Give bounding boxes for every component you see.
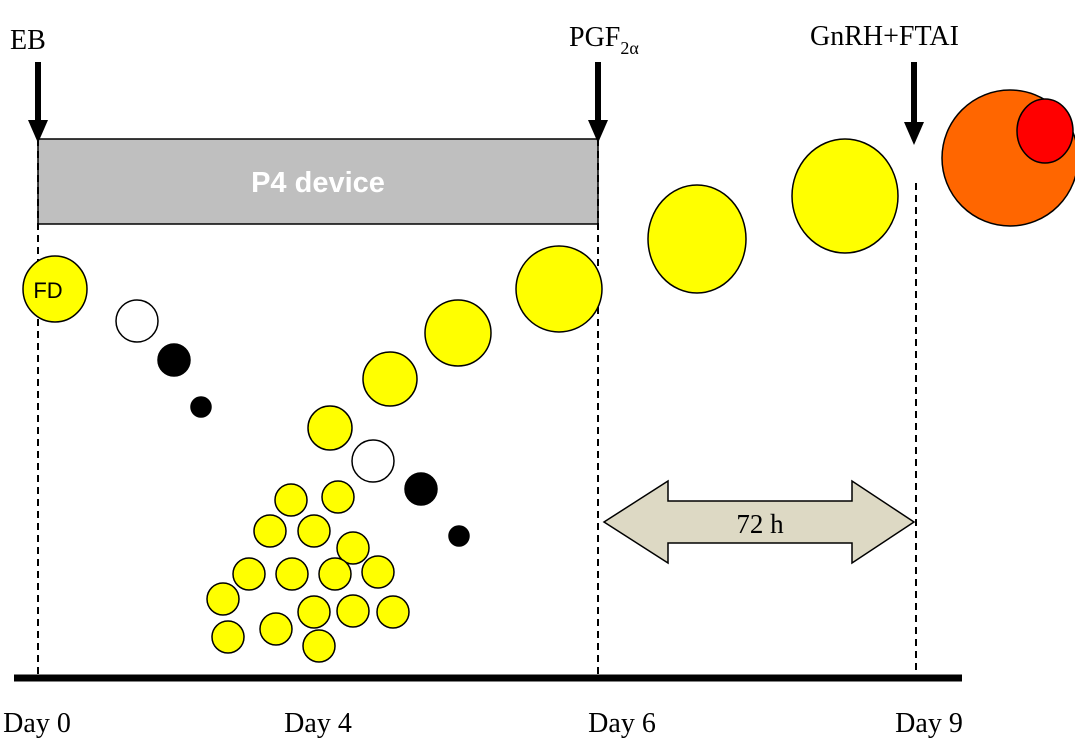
growing-follicle-3 [424,299,492,367]
cohort-follicle [318,557,352,591]
dominant-follicle [22,255,88,323]
interval-arrow: 72 h [602,479,916,565]
cohort-follicle [336,594,370,628]
pgf-label-main: PGF [569,22,620,53]
p4-device-label: P4 device [251,167,385,199]
cohort-follicle [297,595,331,629]
cohort-follicle [336,531,370,565]
eb-label: EB [10,25,46,56]
fd-label: FD [33,278,62,303]
atretic-follicle-2 [351,439,395,483]
day4-label: Day 4 [284,708,352,739]
day6-label: Day 6 [588,708,656,739]
p4-device: P4 device [37,138,599,225]
regressing-follicle-2 [190,396,212,418]
event-arrows [28,62,924,145]
eb-arrow-head [28,120,48,143]
follicle-cohort [206,480,410,663]
second-wave-regression [351,439,470,547]
day9-label: Day 9 [895,708,963,739]
ovulation [941,89,1075,227]
pgf-label-subscript: 2α [620,38,639,58]
cohort-follicle [275,557,309,591]
growing-follicle-2 [362,351,418,407]
growing-follicle-1 [307,405,353,451]
regressing-follicle-3 [404,472,438,506]
cohort-follicle [297,514,331,548]
day-labels: Day 0 Day 4 Day 6 Day 9 [3,708,963,739]
first-wave-follicles [22,255,212,418]
pgf-arrow-head [588,120,608,143]
atretic-follicle-1 [115,299,159,343]
day-markers [37,139,917,678]
growing-follicle-6 [791,138,899,254]
cohort-follicle [206,582,240,616]
cohort-follicle [361,555,395,589]
cohort-follicle [376,595,410,629]
cohort-follicle [321,480,355,514]
cohort-follicle [211,620,245,654]
cohort-follicle [259,612,293,646]
growing-follicle-4 [515,245,603,333]
regressing-follicle-4 [448,525,470,547]
p4-device-bar [37,138,599,225]
corpus-luteum [1016,98,1074,164]
growing-follicle-5 [647,184,747,294]
gnrh-ftai-label: GnRH+FTAI [810,21,959,52]
cohort-follicle [302,629,336,663]
cohort-follicle [253,514,287,548]
day0-label: Day 0 [3,708,71,739]
cohort-follicle [232,557,266,591]
growing-dominant-follicle [307,138,899,451]
interval-label: 72 h [736,509,784,539]
cohort-follicle [274,483,308,517]
interval-double-arrow [602,479,916,565]
regressing-follicle-1 [157,343,191,377]
gnrh-arrow-head [904,122,924,145]
pgf-label: PGF2α [569,22,639,58]
